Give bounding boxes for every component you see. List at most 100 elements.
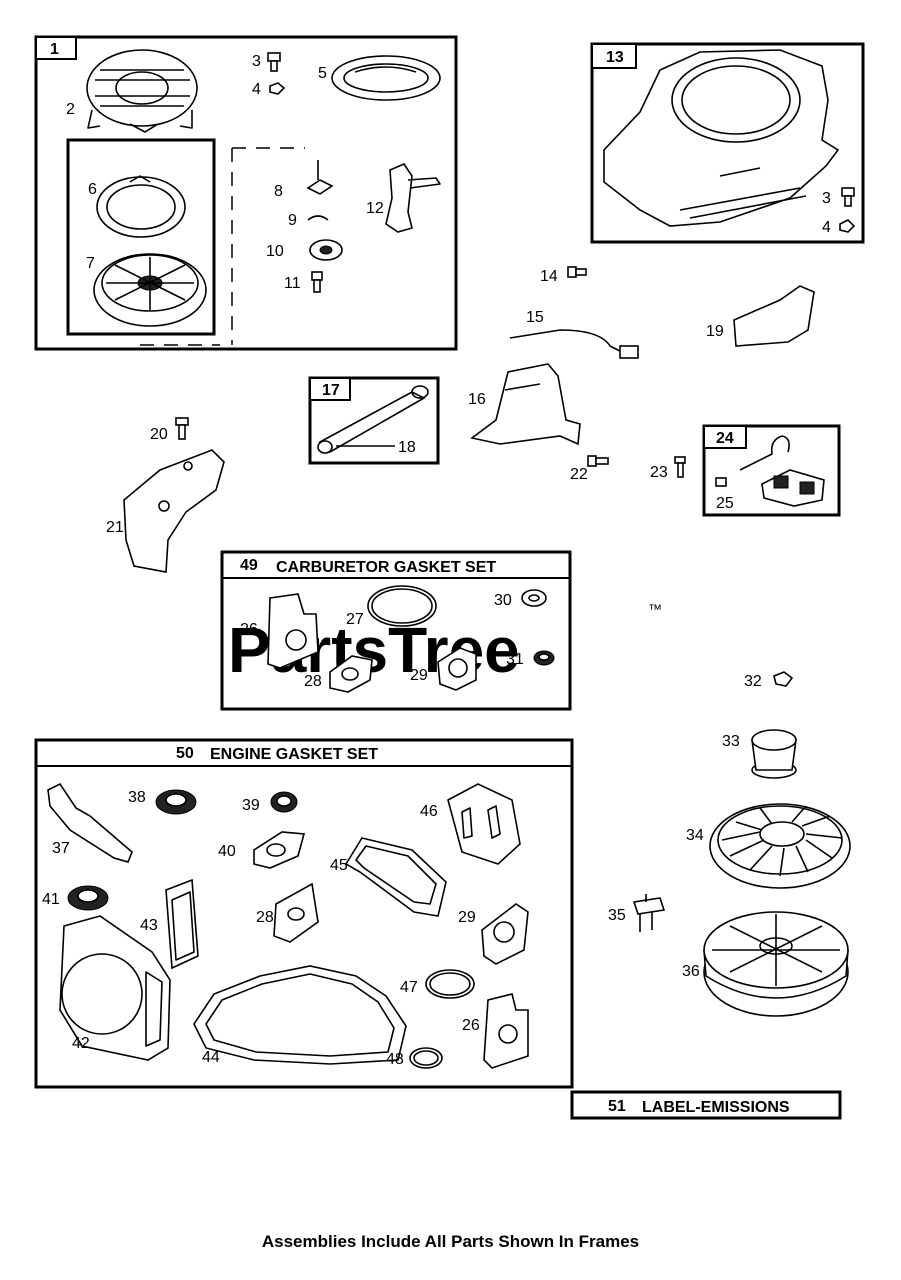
label-part-34: 34 — [686, 827, 704, 844]
gasket-43[interactable] — [165, 878, 199, 970]
label-part-47: 47 — [400, 979, 418, 996]
screw-icon[interactable] — [311, 271, 323, 293]
label-part-3: 3 — [252, 53, 261, 70]
bolt-icon[interactable] — [841, 187, 855, 207]
label-part-14: 14 — [540, 268, 558, 285]
set-51-label-emissions: 51 LABEL-EMISSIONS — [570, 1090, 842, 1120]
label-part-36: 36 — [682, 963, 700, 980]
label-part-10: 10 — [266, 243, 284, 260]
cylinder-baffle[interactable] — [470, 363, 581, 446]
bolt-icon[interactable] — [567, 266, 587, 278]
footer-note: Assemblies Include All Parts Shown In Fr… — [261, 1232, 640, 1251]
label-part-43: 43 — [140, 917, 158, 934]
starter-cup-33[interactable] — [751, 729, 797, 779]
starter-spring[interactable] — [331, 55, 441, 101]
gasket-37[interactable] — [47, 782, 133, 863]
label-part-40: 40 — [218, 843, 236, 860]
nut-icon[interactable] — [269, 82, 286, 95]
label-part-16: 16 — [468, 391, 486, 408]
frame-number-24: 24 — [716, 430, 734, 447]
label-part-22: 22 — [570, 466, 588, 483]
flywheel[interactable] — [703, 911, 849, 1017]
o-ring-48[interactable] — [409, 1047, 443, 1069]
starter-housing[interactable] — [86, 49, 198, 133]
label-part-46: 46 — [420, 803, 438, 820]
washer-30[interactable] — [521, 589, 547, 607]
gasket-28-engine[interactable] — [273, 882, 319, 943]
label-part-23: 23 — [650, 464, 668, 481]
label-part-27: 27 — [346, 611, 364, 628]
gasket-29-engine[interactable] — [481, 903, 529, 965]
starter-cup[interactable] — [309, 239, 343, 261]
starter-pulley[interactable] — [93, 253, 207, 327]
gasket-45[interactable] — [344, 837, 447, 917]
label-part-6: 6 — [88, 181, 97, 198]
flywheel-nut-icon[interactable] — [773, 671, 794, 687]
label-part-28: 28 — [304, 673, 322, 690]
flywheel-key[interactable] — [632, 894, 666, 932]
blower-housing[interactable] — [603, 49, 840, 227]
label-part-12: 12 — [366, 200, 384, 217]
label-part-11: 11 — [284, 275, 301, 292]
bolt-icon[interactable] — [267, 52, 281, 72]
pawl[interactable] — [306, 160, 334, 195]
label-part-26: 26 — [240, 621, 258, 638]
ignition-wire[interactable] — [509, 329, 639, 359]
spring-cover[interactable] — [96, 175, 186, 238]
frame-number-13: 13 — [606, 49, 624, 66]
label-part-21: 21 — [106, 519, 124, 536]
label-part-29-engine: 29 — [458, 909, 476, 926]
gasket-28[interactable] — [329, 655, 373, 693]
starter-handle[interactable] — [385, 163, 441, 233]
gasket-29[interactable] — [437, 647, 477, 691]
dipstick-tube[interactable] — [317, 385, 429, 454]
nut-icon[interactable] — [839, 219, 856, 233]
gasket-26-engine[interactable] — [483, 993, 529, 1069]
watermark-tm: ™ — [648, 601, 662, 617]
label-part-19: 19 — [706, 323, 724, 340]
frame-1-starter-assembly: 1 2 3 4 5 6 — [34, 35, 458, 351]
label-part-20: 20 — [150, 426, 168, 443]
label-part-9: 9 — [288, 212, 297, 229]
label-part-38: 38 — [128, 789, 146, 806]
label-part-48: 48 — [386, 1051, 404, 1068]
retainer-clip[interactable] — [307, 215, 329, 221]
o-ring-47[interactable] — [425, 969, 475, 999]
label-part-3-blower: 3 — [822, 190, 831, 207]
label-part-44: 44 — [202, 1049, 220, 1066]
bolt-icon[interactable] — [674, 456, 686, 478]
crankcase-gasket[interactable] — [193, 965, 407, 1065]
set-50-engine-gasket-set: 50 ENGINE GASKET SET 37 38 39 40 41 43 4… — [34, 738, 574, 1089]
label-part-32: 32 — [744, 673, 762, 690]
label-part-29: 29 — [410, 667, 428, 684]
label-part-15: 15 — [526, 309, 544, 326]
frame-17-dipstick-tube: 17 18 — [308, 376, 440, 465]
label-part-5: 5 — [318, 65, 327, 82]
label-part-8: 8 — [274, 183, 283, 200]
gasket-40[interactable] — [253, 831, 306, 869]
frame-number-17: 17 — [322, 382, 340, 399]
label-part-30: 30 — [494, 592, 512, 609]
flywheel-fan[interactable] — [709, 803, 851, 889]
bolt-icon[interactable] — [175, 417, 189, 440]
set-49-carburetor-gasket-set: 49 CARBURETOR GASKET SET 26 27 28 29 30 … — [220, 550, 572, 711]
label-part-41: 41 — [42, 891, 60, 908]
label-part-42: 42 — [72, 1035, 90, 1052]
screw-icon[interactable] — [715, 477, 727, 487]
cylinder-head-gasket[interactable] — [59, 915, 171, 1061]
set-title-engine: ENGINE GASKET SET — [210, 746, 378, 763]
ignition-armature[interactable] — [739, 435, 825, 507]
gasket-46[interactable] — [447, 783, 521, 865]
bolt-icon[interactable] — [587, 455, 609, 467]
label-part-28-engine: 28 — [256, 909, 274, 926]
cylinder-shroud[interactable] — [123, 449, 225, 573]
label-part-4: 4 — [252, 81, 261, 98]
label-part-31: 31 — [506, 651, 524, 668]
air-deflector[interactable] — [733, 285, 815, 347]
set-title-carburetor: CARBURETOR GASKET SET — [276, 559, 496, 576]
label-part-35: 35 — [608, 907, 626, 924]
o-ring-27[interactable] — [367, 585, 437, 627]
label-part-4-blower: 4 — [822, 219, 831, 236]
frame-number-1: 1 — [50, 41, 59, 58]
